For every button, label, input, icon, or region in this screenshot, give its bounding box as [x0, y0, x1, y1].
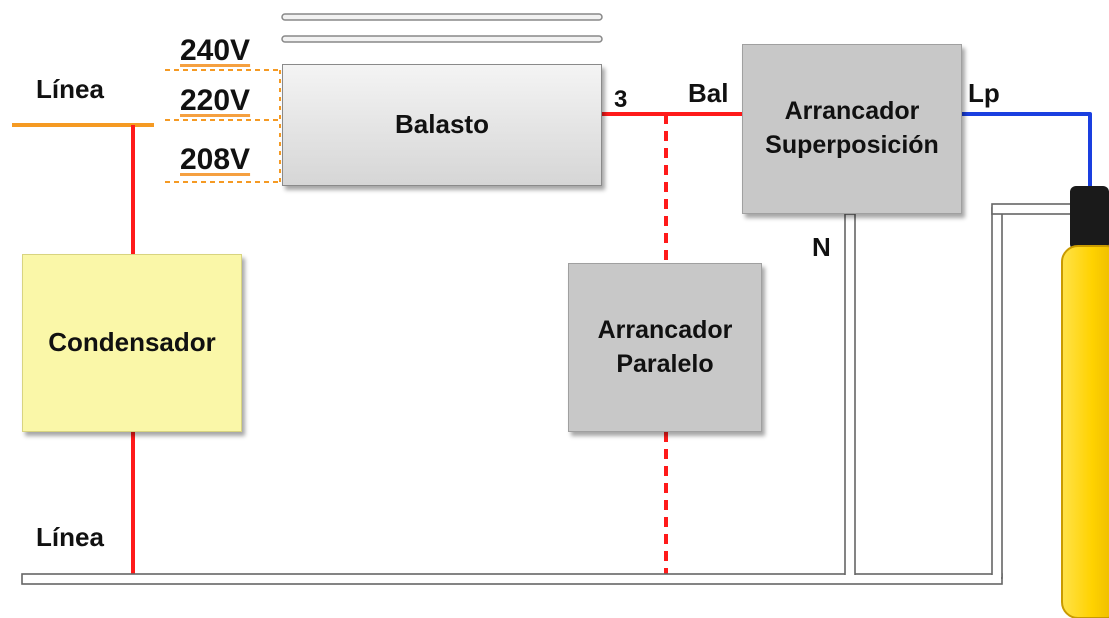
- linea-bottom-label: Línea: [36, 522, 104, 552]
- arrancador-paralelo-label: Arrancador Paralelo: [597, 315, 733, 378]
- linea-top-label: Línea: [36, 74, 104, 104]
- tube-line-top: [281, 13, 603, 21]
- neutral-riser-starter: [844, 213, 856, 579]
- neutral-n-label: N: [812, 232, 831, 262]
- tube-line-bottom: [281, 35, 603, 43]
- arrancador-superposicion-block: Arrancador Superposición: [742, 44, 962, 214]
- arrancador-paralelo-block: Arrancador Paralelo: [568, 263, 762, 432]
- lp-label: Lp: [968, 78, 1000, 108]
- balasto-block: Balasto: [282, 64, 602, 186]
- arrancador-superposicion-label: Arrancador Superposición: [765, 97, 939, 159]
- condensador-block: Condensador: [22, 254, 242, 432]
- lamp-wire: [962, 112, 1092, 190]
- neutral-bus-joint: [23, 575, 1001, 583]
- tap-3-label: 3: [614, 86, 628, 113]
- lamp-cap: [1070, 186, 1109, 250]
- voltage-220-label: 220V: [180, 84, 251, 117]
- lamp-bulb: [1061, 245, 1109, 618]
- voltage-208-label: 208V: [180, 143, 251, 176]
- neutral-riser-lamp: [991, 207, 1003, 579]
- condensador-label: Condensador: [48, 327, 216, 358]
- neutral-lamp-joint: [993, 205, 1001, 213]
- voltage-240-label: 240V: [180, 34, 251, 67]
- neutral-lamp-connector: [991, 203, 1075, 215]
- bal-label: Bal: [688, 78, 729, 108]
- balasto-label: Balasto: [395, 109, 489, 140]
